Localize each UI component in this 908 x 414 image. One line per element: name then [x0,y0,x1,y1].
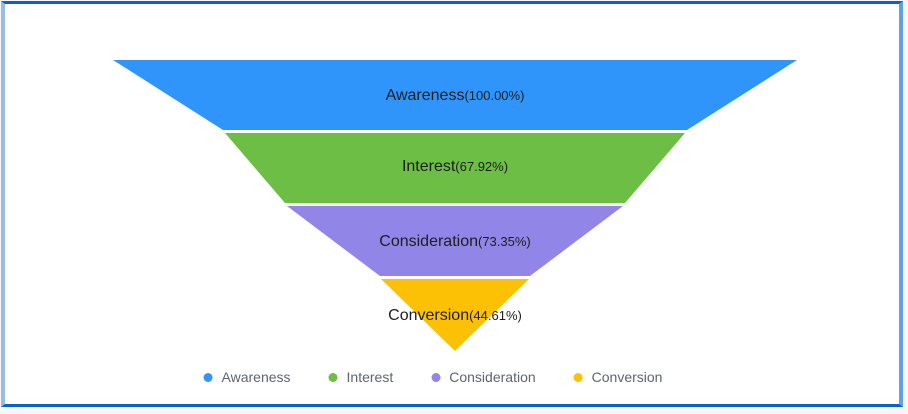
funnel-segment-awareness[interactable] [113,60,797,130]
stage-percent: (100.00%) [464,88,525,103]
stage-percent: (44.61%) [469,308,522,323]
legend-dot-icon [203,372,213,382]
legend: Awareness Interest Consideration Convers… [203,369,663,385]
funnel-label-consideration: Consideration(73.35%) [379,233,530,251]
funnel-segment-conversion[interactable] [381,279,529,351]
funnel-label-awareness: Awareness(100.00%) [386,87,525,105]
funnel-segment-consideration[interactable] [287,206,623,276]
legend-label: Conversion [591,369,663,385]
legend-dot-icon [573,372,583,382]
legend-item-awareness[interactable]: Awareness [203,369,291,385]
stage-name: Interest [401,158,456,175]
stage-name: Conversion [388,307,470,324]
legend-label: Interest [346,369,394,385]
legend-item-conversion[interactable]: Conversion [573,369,663,385]
stage-name: Consideration [379,233,478,250]
legend-item-interest[interactable]: Interest [328,369,394,385]
funnel-label-interest: Interest(67.92%) [402,158,508,176]
stage-percent: (73.35%) [477,234,531,249]
legend-item-consideration[interactable]: Consideration [431,369,536,385]
stage-percent: (67.92%) [455,159,509,174]
legend-dot-icon [328,372,338,382]
legend-dot-icon [431,372,441,382]
funnel-segment-interest[interactable] [225,133,685,203]
legend-label: Consideration [449,369,536,385]
funnel-label-conversion: Conversion(44.61%) [388,307,522,325]
legend-label: Awareness [221,369,291,385]
stage-name: Awareness [385,87,465,104]
